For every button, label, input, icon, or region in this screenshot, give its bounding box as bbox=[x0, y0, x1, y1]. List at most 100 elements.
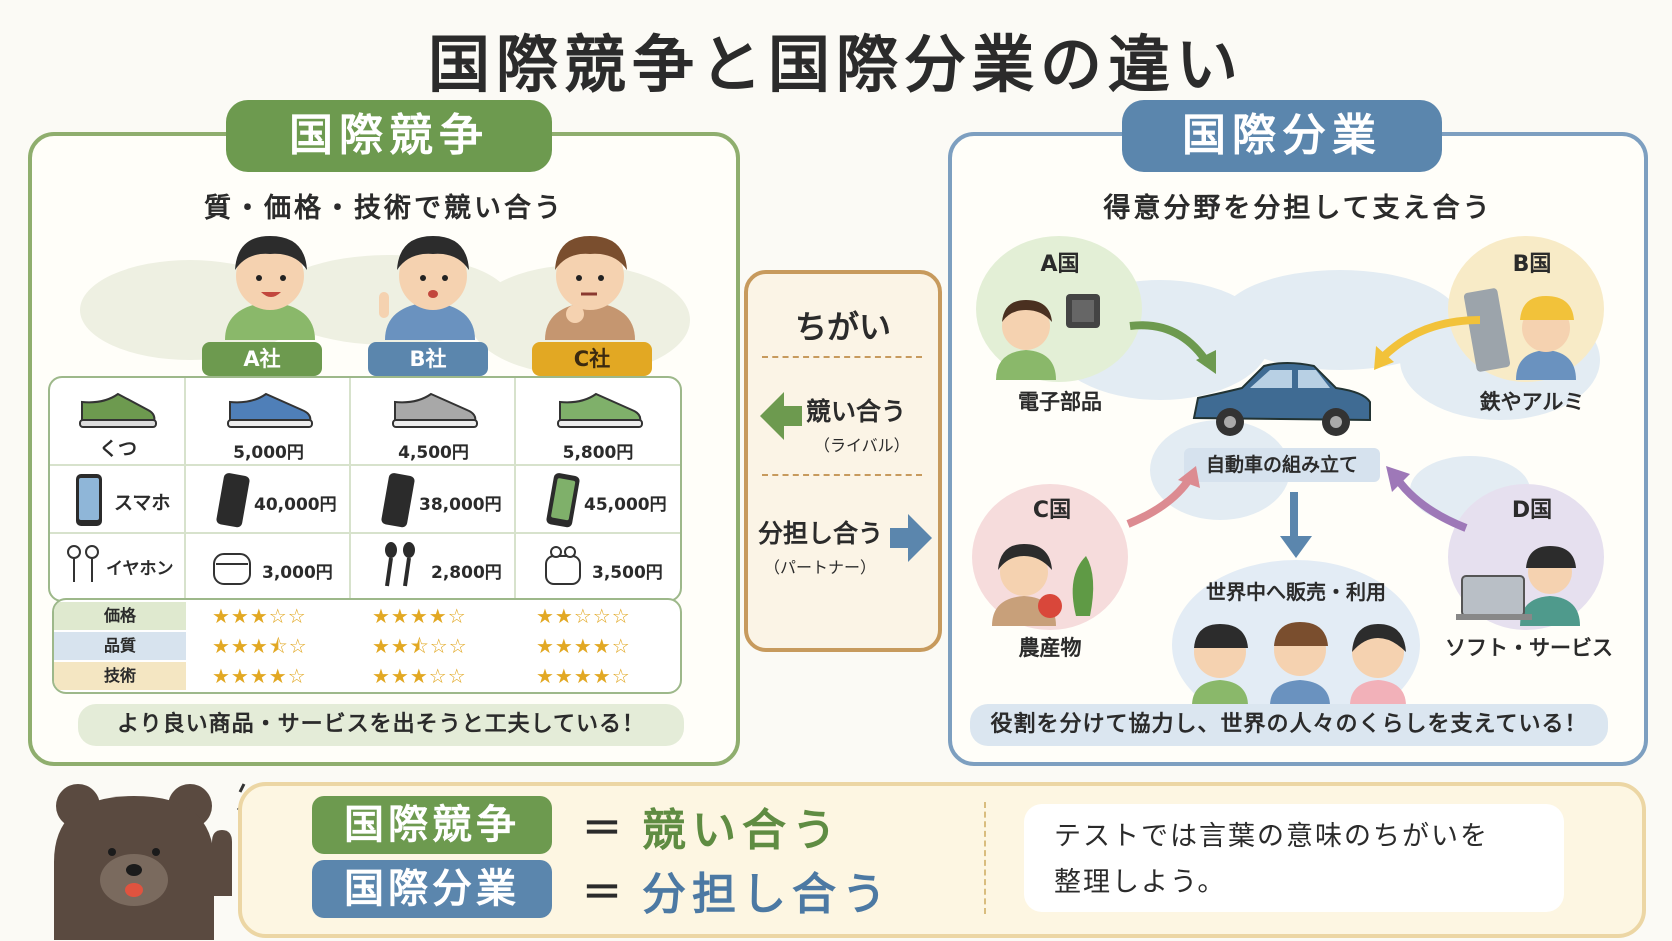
summary-division-meaning: 分担し合う bbox=[642, 869, 892, 920]
country-a-circle bbox=[976, 236, 1142, 382]
product-name-cell: スマホ bbox=[50, 466, 186, 534]
price-value: 40,000円 bbox=[254, 495, 337, 515]
smartphone-icon bbox=[76, 474, 102, 526]
star-rating: ★★★★☆ bbox=[536, 634, 631, 658]
price-cell: 5,800円 bbox=[516, 378, 680, 466]
star-rating: ★★☆☆☆ bbox=[536, 604, 631, 628]
competition-header: 国際競争 bbox=[226, 100, 552, 172]
shoe-icon bbox=[79, 392, 157, 428]
earphones-icon bbox=[67, 545, 99, 582]
company-c-child-icon bbox=[545, 236, 635, 340]
price-cell: 38,000円 bbox=[351, 466, 516, 534]
difference-title: ちがい bbox=[794, 308, 891, 346]
divider bbox=[762, 356, 922, 358]
price-cell: 3,000円 bbox=[186, 534, 351, 600]
country-a-name: A国 bbox=[1040, 252, 1080, 277]
smartphone-icon bbox=[381, 473, 415, 528]
country-d-name: D国 bbox=[1511, 498, 1553, 523]
difference-box: ちがい 競い合う （ライバル） 分担し合う （パートナー） bbox=[744, 270, 942, 652]
rating-label: 技術 bbox=[54, 662, 186, 690]
country-c-child-icon bbox=[992, 544, 1094, 626]
shoe-icon bbox=[557, 392, 643, 428]
price-cell: 5,000円 bbox=[186, 378, 351, 466]
price-value: 3,500円 bbox=[592, 563, 663, 583]
competition-note: より良い商品・サービスを出そうと工夫している！ bbox=[78, 704, 684, 746]
division-note: 役割を分けて協力し、世界の人々のくらしを支えている！ bbox=[970, 704, 1608, 746]
country-b-name: B国 bbox=[1512, 252, 1552, 277]
company-c-tag: C社 bbox=[532, 342, 652, 376]
company-a-child-icon bbox=[225, 236, 315, 340]
country-a-child-icon bbox=[996, 294, 1100, 380]
arrow-down-icon bbox=[1280, 536, 1312, 558]
star-rating: ★★★★☆ bbox=[212, 664, 307, 688]
star-rating: ★★⯪☆☆ bbox=[372, 634, 468, 658]
divider bbox=[984, 802, 986, 914]
earphones-icon bbox=[385, 542, 415, 587]
earbuds-case-icon bbox=[545, 546, 581, 585]
product-name: くつ bbox=[98, 438, 137, 460]
price-value: 3,000円 bbox=[262, 563, 333, 583]
country-b-product: 鉄やアルミ bbox=[1479, 390, 1585, 414]
study-tip-line: テストでは言葉の意味のちがいを bbox=[1054, 821, 1489, 852]
price-value: 38,000円 bbox=[419, 495, 502, 515]
price-cell: 45,000円 bbox=[516, 466, 680, 534]
price-value: 5,000円 bbox=[233, 443, 304, 463]
partner-label: （パートナー） bbox=[764, 558, 877, 577]
rival-label: （ライバル） bbox=[814, 436, 910, 455]
price-value: 4,500円 bbox=[398, 443, 469, 463]
flow-arrows bbox=[1126, 316, 1481, 540]
star-rating: ★★★☆☆ bbox=[212, 604, 307, 628]
product-name: イヤホン bbox=[106, 559, 174, 579]
company-a-tag: A社 bbox=[202, 342, 322, 376]
arrow-right-icon bbox=[890, 514, 932, 562]
arrow-left-icon bbox=[760, 392, 802, 440]
star-rating: ★★★★☆ bbox=[372, 604, 467, 628]
summary-competition-term: 国際競争 bbox=[312, 796, 552, 854]
price-cell: 40,000円 bbox=[186, 466, 351, 534]
country-d-child-icon bbox=[1456, 546, 1580, 626]
country-b-child-icon bbox=[1463, 288, 1576, 380]
country-c-name: C国 bbox=[1032, 498, 1072, 523]
star-rating: ★★★★☆ bbox=[536, 664, 631, 688]
shoe-icon bbox=[227, 392, 313, 428]
product-price-table: くつ 5,000円 4,500円 5,800円 スマホ 40,000円 38,0… bbox=[48, 376, 682, 602]
share-label: 分担し合う bbox=[758, 519, 884, 548]
world-children-icon bbox=[1192, 622, 1406, 706]
rating-label: 品質 bbox=[54, 632, 186, 660]
ratings-rows: 価格 品質 技術 ★★★☆☆ ★★★★☆ ★★☆☆☆ ★★★⯪☆ ★★⯪☆☆ ★… bbox=[54, 600, 680, 692]
summary-division-term: 国際分業 bbox=[312, 860, 552, 918]
product-name-cell: イヤホン bbox=[50, 534, 186, 600]
product-name-cell: くつ bbox=[50, 378, 186, 466]
price-value: 5,800円 bbox=[562, 443, 634, 463]
world-label: 世界中へ販売・利用 bbox=[1206, 580, 1386, 604]
competition-subtitle: 質・価格・技術で競い合う bbox=[204, 193, 564, 224]
star-rating: ★★★⯪☆ bbox=[212, 634, 308, 658]
division-header: 国際分業 bbox=[1122, 100, 1442, 172]
study-tip: テストでは言葉の意味のちがいを 整理しよう。 bbox=[1024, 804, 1564, 912]
summary-competition-meaning: 競い合う bbox=[642, 805, 842, 856]
study-tip-line: 整理しよう。 bbox=[1054, 867, 1227, 898]
rating-label: 価格 bbox=[54, 602, 186, 630]
price-cell: 4,500円 bbox=[351, 378, 516, 466]
bear-mascot-icon bbox=[54, 783, 250, 940]
smartphone-icon bbox=[546, 473, 580, 528]
car-assembly-label: 自動車の組み立て bbox=[1184, 448, 1380, 482]
country-d-product: ソフト・サービス bbox=[1445, 636, 1613, 660]
product-name: スマホ bbox=[114, 492, 171, 514]
smartphone-icon bbox=[216, 473, 250, 528]
company-b-tag: B社 bbox=[368, 342, 488, 376]
price-value: 2,800円 bbox=[431, 563, 502, 583]
page-title: 国際競争と国際分業の違い bbox=[427, 28, 1244, 101]
division-subtitle: 得意分野を分担して支え合う bbox=[1103, 193, 1493, 224]
car-icon bbox=[1192, 362, 1371, 436]
compete-label: 競い合う bbox=[806, 397, 907, 426]
price-value: 45,000円 bbox=[584, 495, 667, 515]
company-b-child-icon bbox=[379, 236, 475, 340]
equals-sign: ＝ bbox=[582, 806, 622, 852]
equals-sign: ＝ bbox=[582, 870, 622, 916]
country-a-product: 電子部品 bbox=[1018, 390, 1102, 414]
earbuds-case-icon bbox=[213, 553, 251, 585]
price-cell: 2,800円 bbox=[351, 534, 516, 600]
shoe-icon bbox=[392, 392, 478, 428]
price-cell: 3,500円 bbox=[516, 534, 680, 600]
